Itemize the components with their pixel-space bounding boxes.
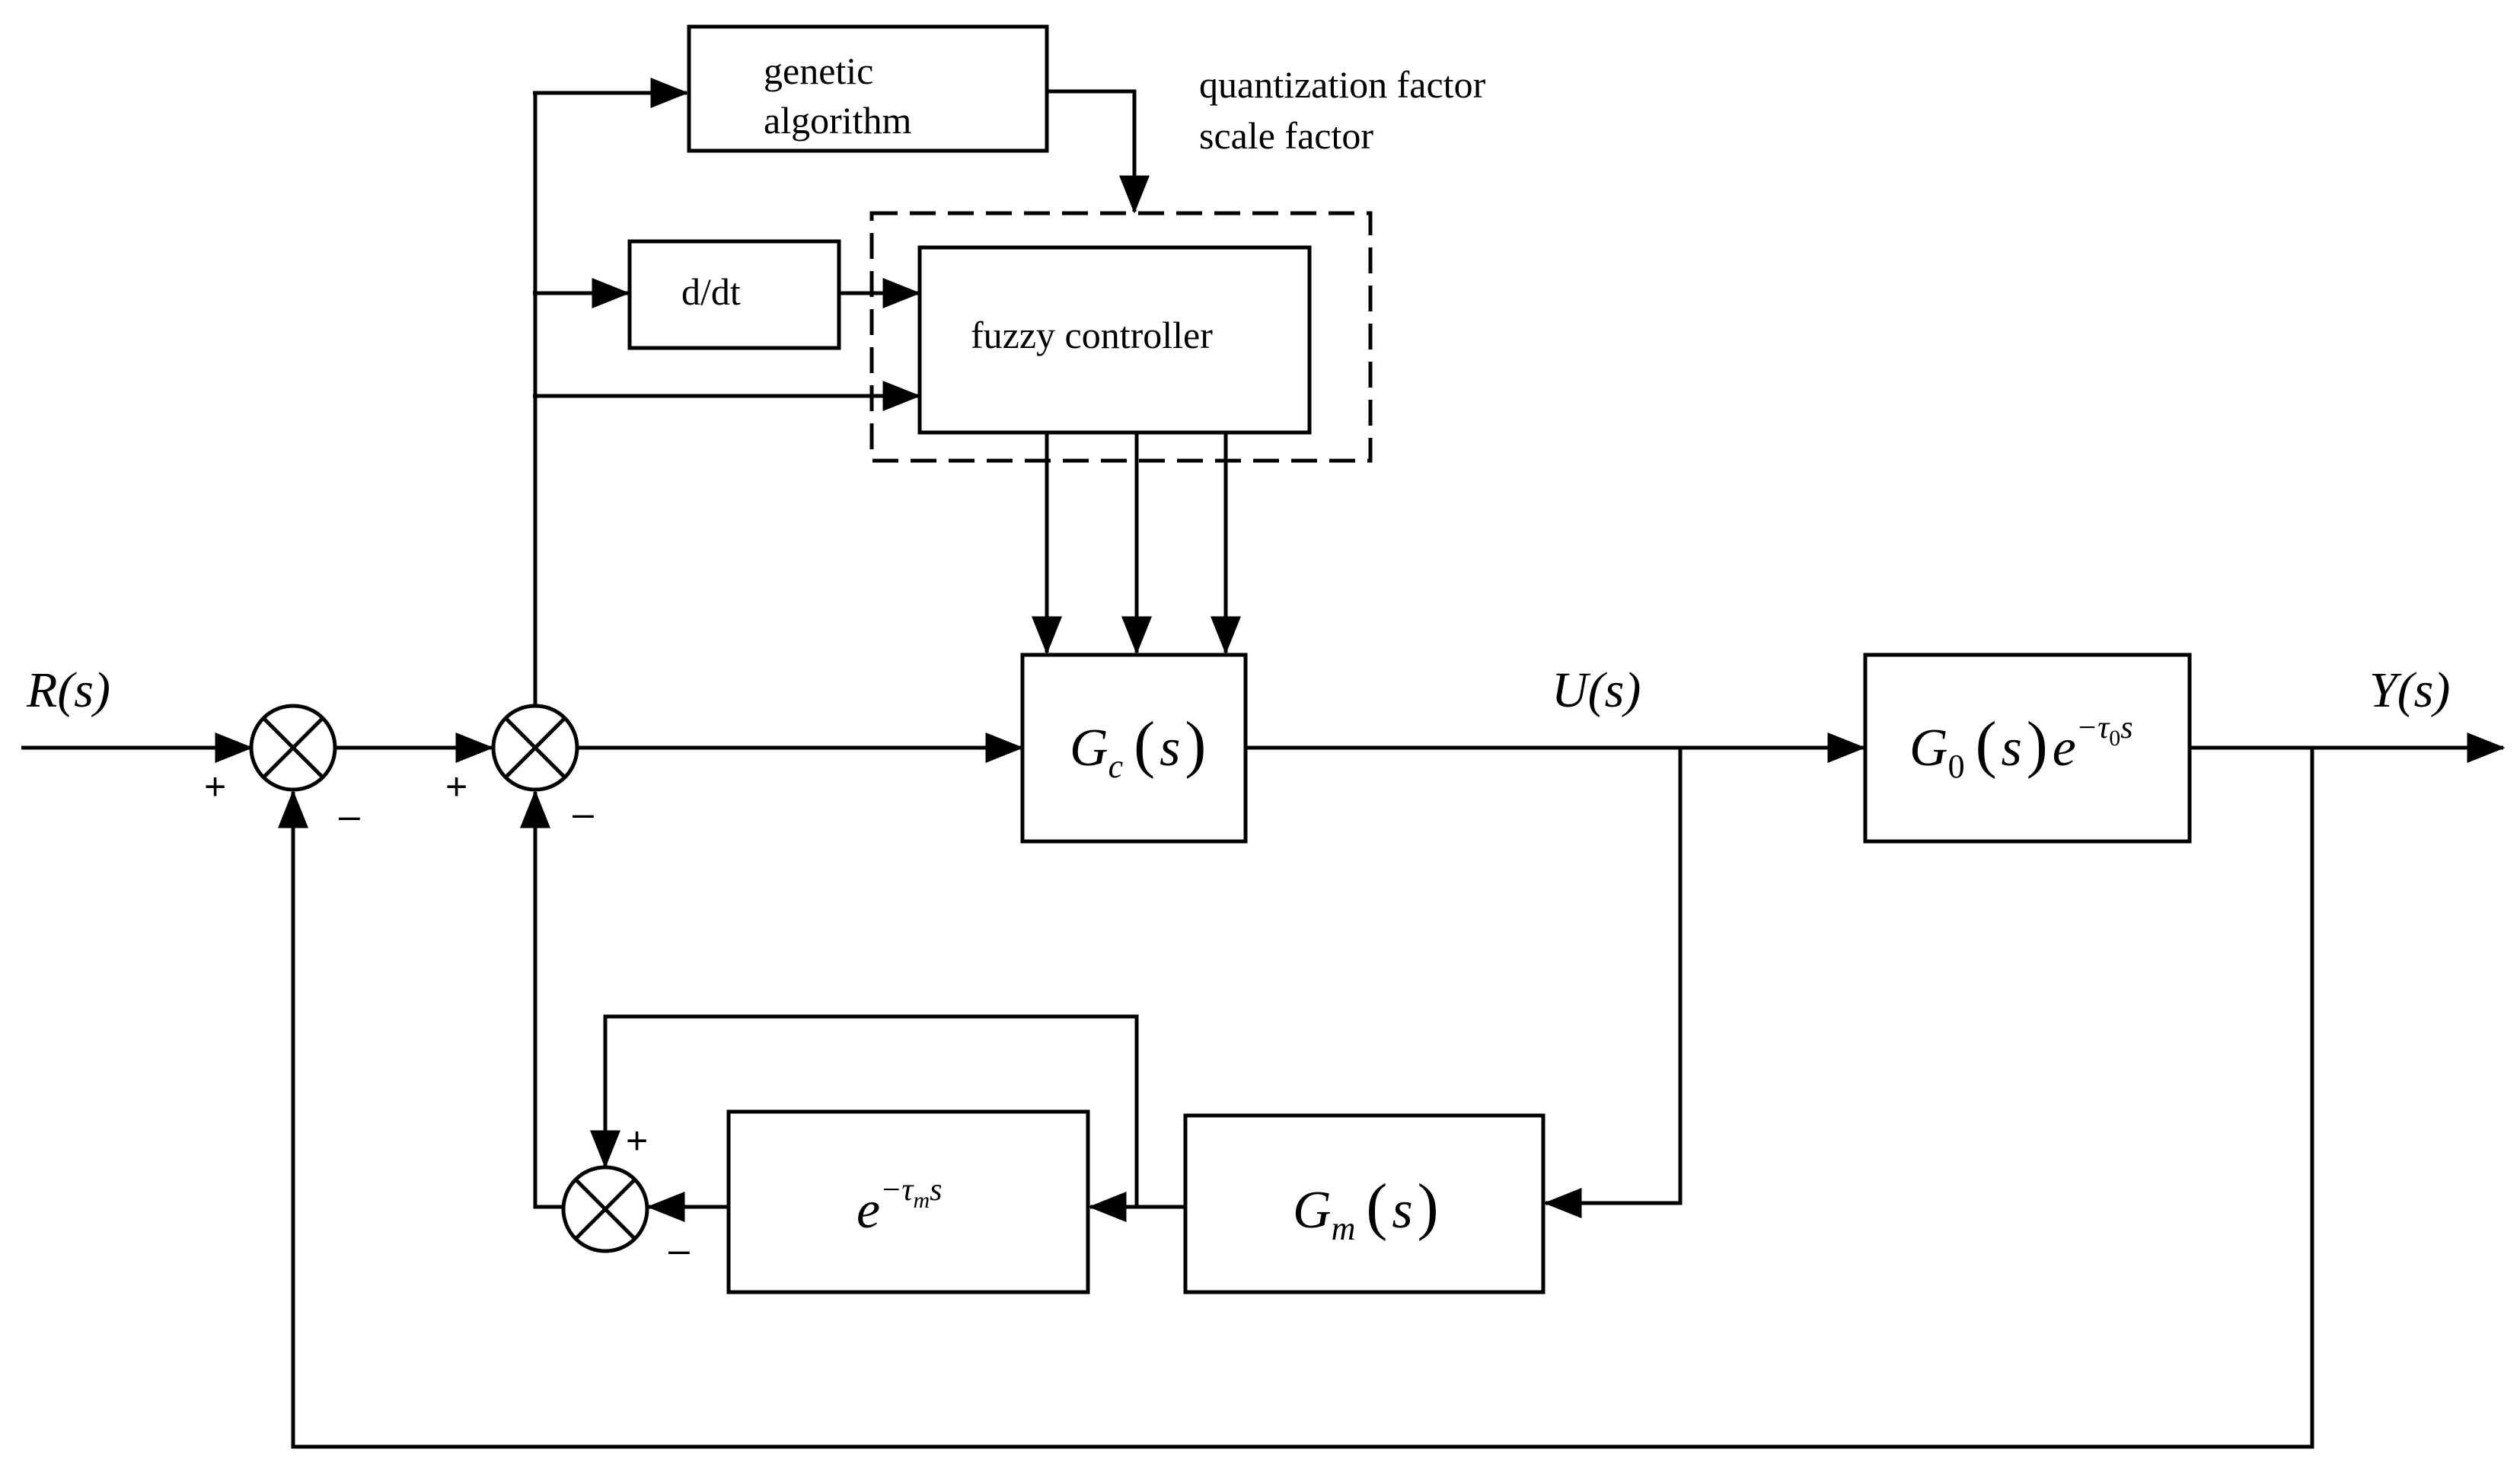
sum1-minus-sign: – xyxy=(339,794,360,837)
fuzzy-controller-label: fuzzy controller xyxy=(971,314,1213,356)
controller-block: Gc(s) xyxy=(1020,653,1248,844)
model-block: Gm(s) xyxy=(1183,1113,1545,1294)
summing-junction-3 xyxy=(561,1165,649,1253)
genetic-algorithm-block: genetic algorithm xyxy=(687,24,1049,153)
sum2-plus-sign: + xyxy=(445,765,467,808)
output-signal-label: Y(s) xyxy=(2369,662,2450,718)
fuzzy-tuning-region xyxy=(869,211,1373,463)
plant-transfer-function: G0(s)e−τ0s xyxy=(1909,709,2133,785)
signal-wires xyxy=(21,78,2506,1449)
wire-sum3-to-sum2 xyxy=(520,790,563,1209)
plant-block: G0(s)e−τ0s xyxy=(1863,653,2192,844)
summing-junction-2 xyxy=(491,704,579,792)
sum3-minus-sign: – xyxy=(668,1228,690,1271)
model-delay-block: e−τms xyxy=(726,1109,1090,1294)
tuned-params-label-line1: quantization factor xyxy=(1199,63,1486,106)
wire-control-to-model xyxy=(1543,748,1683,1218)
derivative-label: d/dt xyxy=(681,270,741,313)
control-signal-label: U(s) xyxy=(1552,662,1641,718)
wire-model-to-sum3 xyxy=(590,1014,1139,1207)
input-signal-label: R(s) xyxy=(26,662,110,718)
model-delay-transfer-function: e−τms xyxy=(856,1173,942,1240)
tuned-params-label-line2: scale factor xyxy=(1199,114,1373,157)
summing-junction-1 xyxy=(249,704,337,792)
sum2-minus-sign: – xyxy=(573,792,594,835)
fuzzy-controller-block: fuzzy controller xyxy=(917,245,1312,435)
sum3-plus-sign: + xyxy=(626,1119,648,1162)
derivative-block: d/dt xyxy=(627,239,841,350)
genetic-algorithm-label-line2: algorithm xyxy=(764,99,912,142)
genetic-algorithm-label-line1: genetic xyxy=(764,49,873,92)
controller-transfer-function: Gc(s) xyxy=(1070,709,1206,785)
model-transfer-function: Gm(s) xyxy=(1293,1171,1439,1247)
wire-ga-to-fuzzy xyxy=(1047,89,1150,214)
wire-output-feedback xyxy=(278,748,2314,1449)
sum1-plus-sign: + xyxy=(204,765,226,808)
